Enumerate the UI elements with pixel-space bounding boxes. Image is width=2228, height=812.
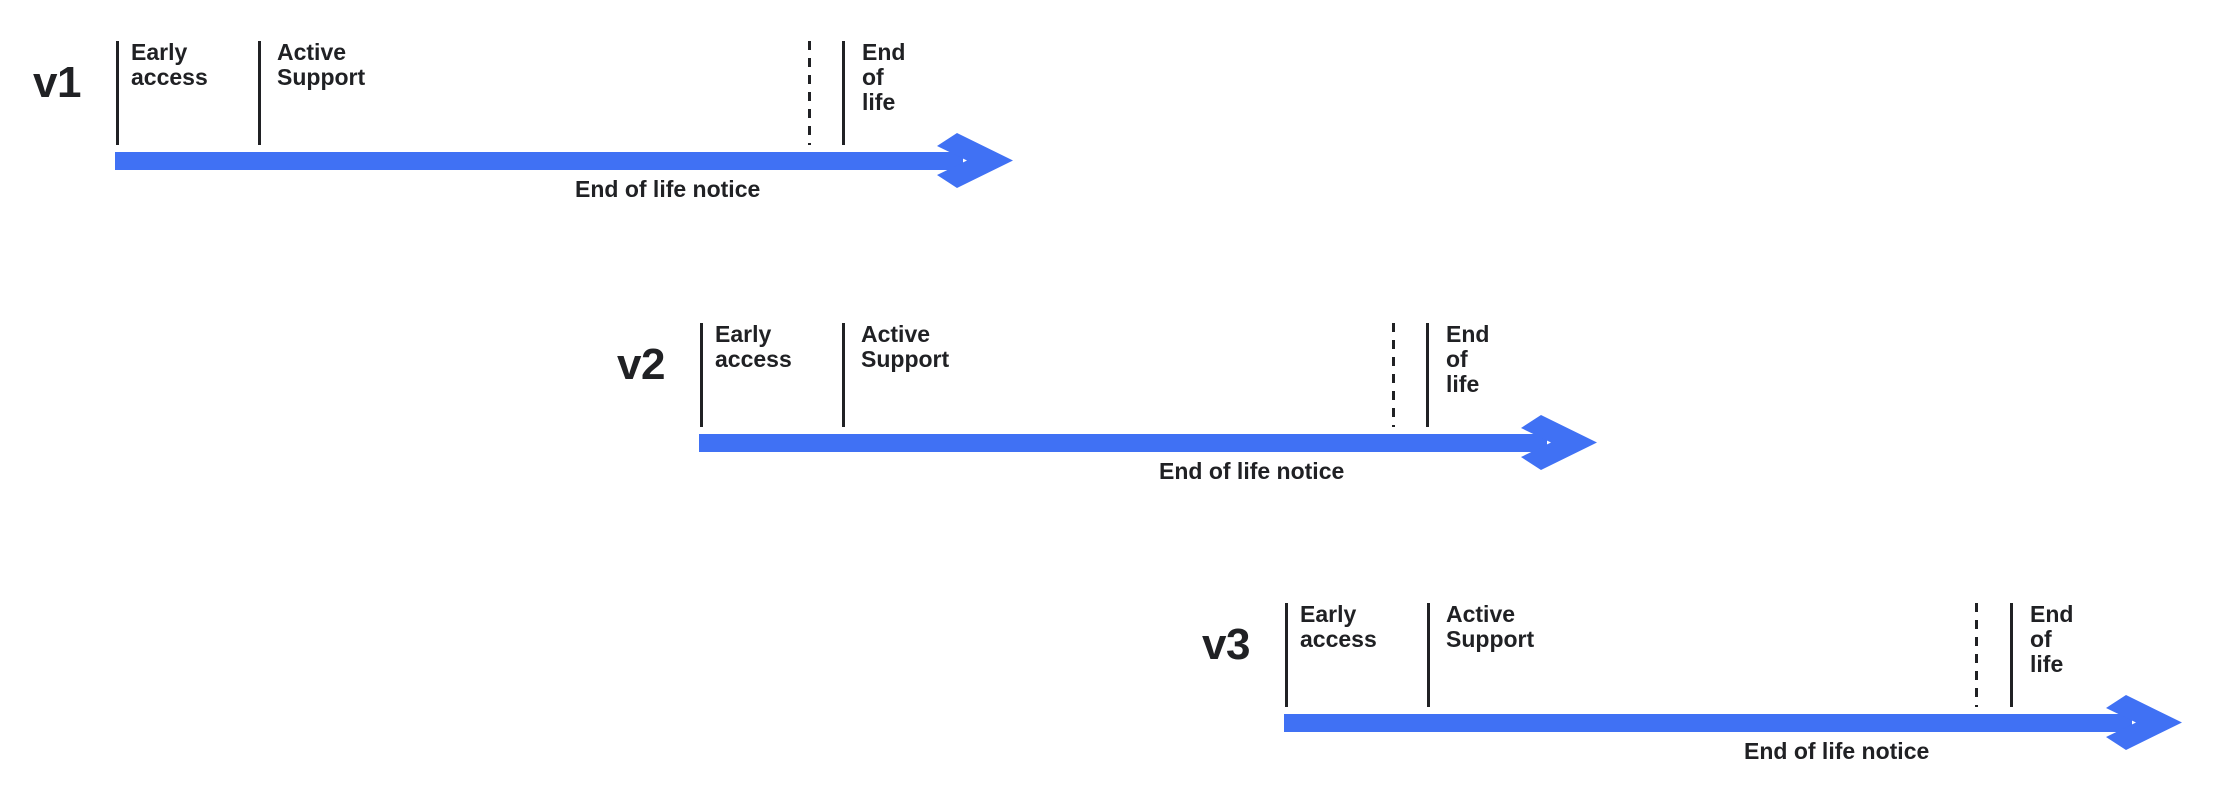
notice-label-v2: End of life notice: [1159, 458, 1345, 484]
phase-label-active-support-v3: Active Support: [1446, 601, 1535, 652]
end-of-life-notice-marker-v2: [1392, 323, 1395, 427]
phase-label-end-of-life-v2: End of life: [1446, 321, 1490, 397]
phase-divider-early-access-start-v2: [700, 323, 703, 427]
phase-label-early-access-v1: Early access: [131, 39, 208, 90]
phase-label-early-access-v2: Early access: [715, 321, 792, 372]
notice-label-v3: End of life notice: [1744, 738, 1930, 764]
phase-label-early-access-v3: Early access: [1300, 601, 1377, 652]
end-of-life-notice-marker-v3: [1975, 603, 1978, 707]
version-label-v2: v2: [617, 340, 665, 389]
phase-label-active-support-v2: Active Support: [861, 321, 950, 372]
phase-divider-active-support-start-v2: [842, 323, 845, 427]
phase-divider-active-support-start-v1: [258, 41, 261, 145]
version-label-v3: v3: [1202, 620, 1250, 669]
timeline-arrow-v1: [115, 133, 1015, 189]
phase-divider-end-of-life-start-v2: [1426, 323, 1429, 427]
phase-divider-end-of-life-start-v3: [2010, 603, 2013, 707]
phase-label-end-of-life-v1: End of life: [862, 39, 906, 115]
end-of-life-notice-marker-v1: [808, 41, 811, 145]
phase-divider-active-support-start-v3: [1427, 603, 1430, 707]
version-label-v1: v1: [33, 58, 81, 107]
timeline-arrow-v2: [699, 415, 1599, 471]
phase-divider-end-of-life-start-v1: [842, 41, 845, 145]
phase-divider-early-access-start-v1: [116, 41, 119, 145]
phase-label-end-of-life-v3: End of life: [2030, 601, 2074, 677]
timeline-arrow-v3: [1284, 695, 2184, 751]
phase-label-active-support-v1: Active Support: [277, 39, 366, 90]
notice-label-v1: End of life notice: [575, 176, 761, 202]
phase-divider-early-access-start-v3: [1285, 603, 1288, 707]
